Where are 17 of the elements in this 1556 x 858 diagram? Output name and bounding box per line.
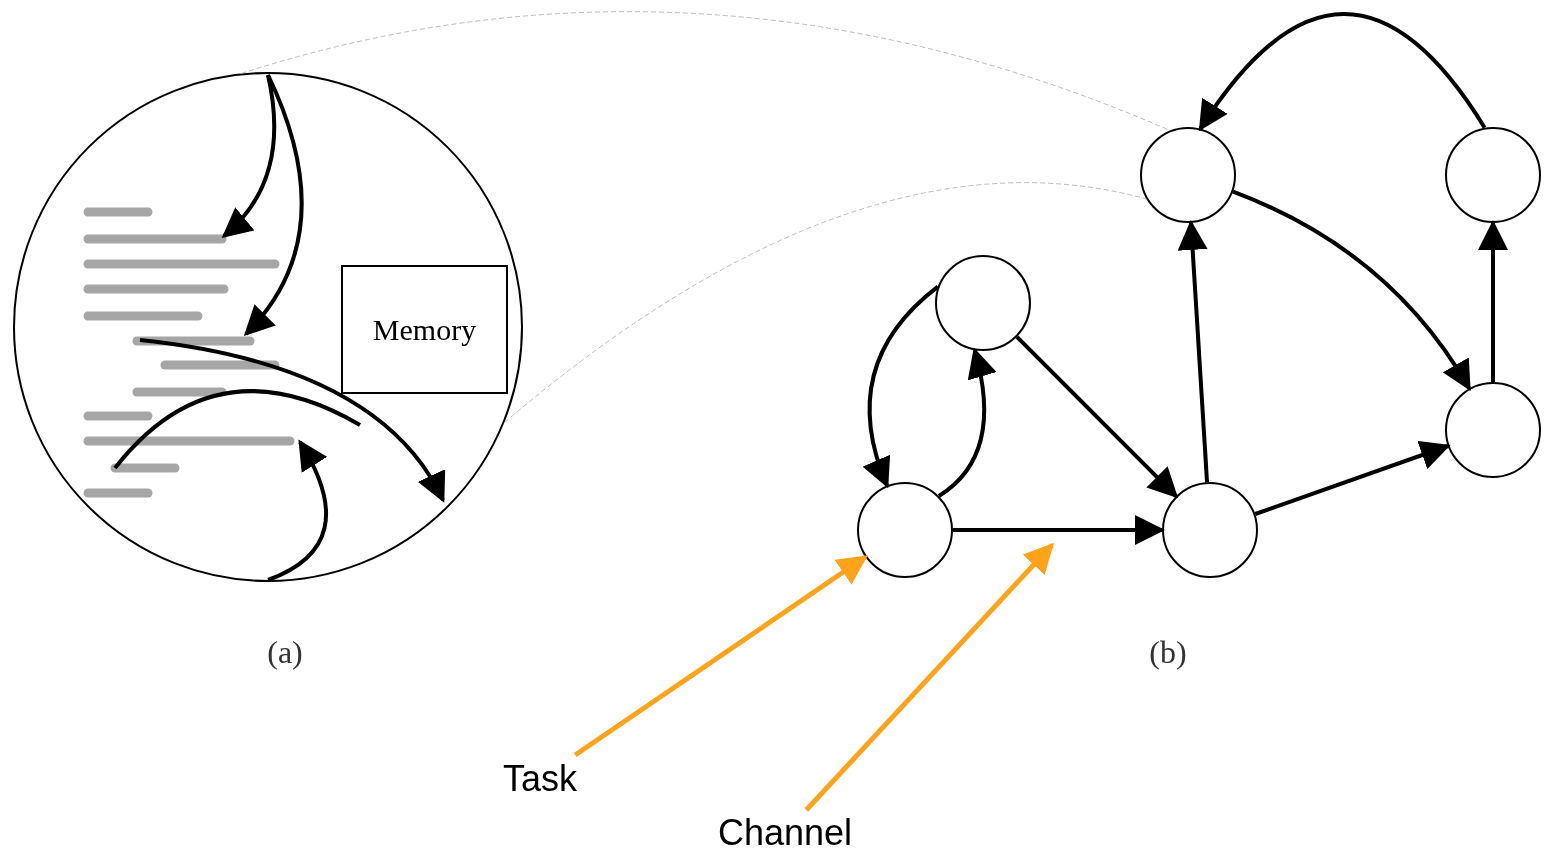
panel-label: (a) xyxy=(266,633,304,672)
callout-label: Task xyxy=(490,755,590,803)
callout-label: Channel xyxy=(700,810,870,856)
arrow xyxy=(863,285,940,489)
arrow xyxy=(1232,189,1471,391)
leader-line xyxy=(573,555,868,758)
arrow xyxy=(1177,219,1210,483)
arrow xyxy=(953,515,1165,545)
arrow xyxy=(1015,335,1179,499)
arrow xyxy=(1478,220,1508,382)
memory-box: Memory xyxy=(341,265,508,394)
panel-label: (b) xyxy=(1148,633,1188,672)
leader-line xyxy=(804,542,1055,812)
arrow xyxy=(1254,440,1451,516)
zoom-line xyxy=(503,182,1147,423)
arrow xyxy=(937,347,996,498)
arrow xyxy=(1198,12,1487,132)
